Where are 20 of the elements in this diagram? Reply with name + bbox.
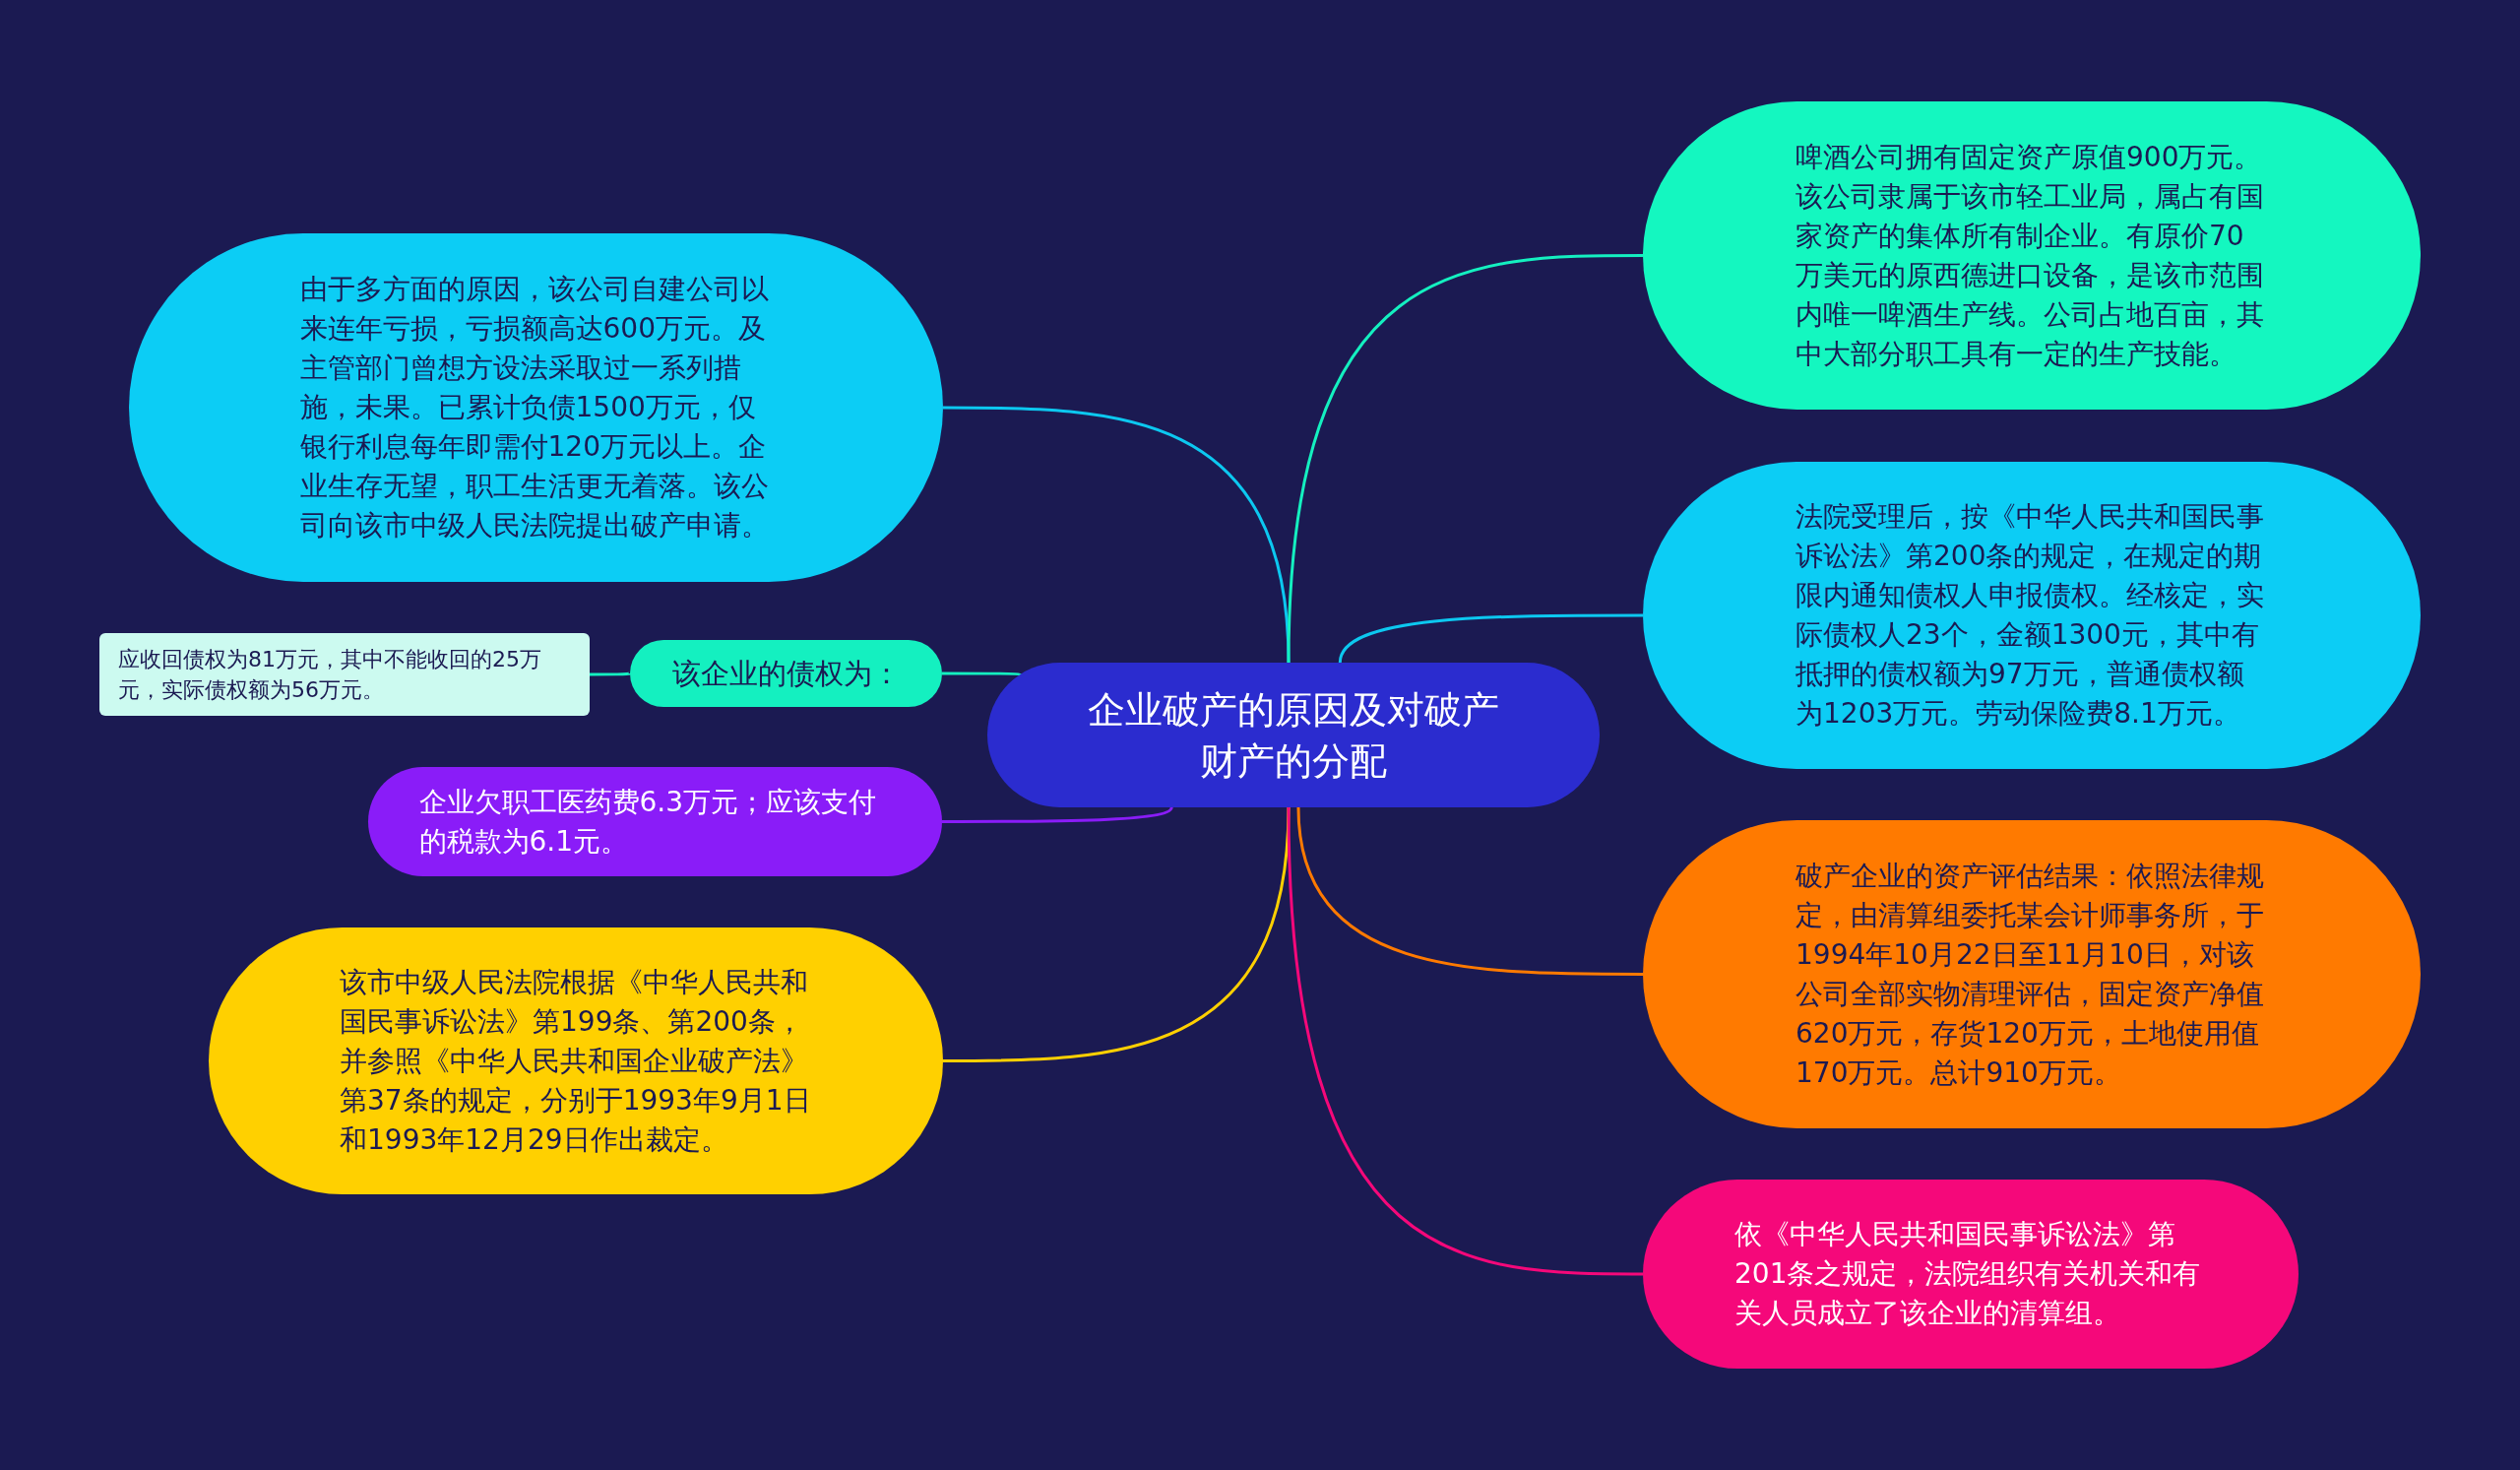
node-text: 该市中级人民法院根据《中华人民共和国民事诉讼法》第199条、第200条，并参照《中华人民共和国企业破产法》第37条的规定，分别于1993年9月1日和1993年12月29日作出裁定。 — [340, 964, 812, 1158]
node-text: 啤酒公司拥有固定资产原值900万元。该公司隶属于该市轻工业局，属占有国家资产的集体所有制企业。有原价70万美元的原西德进口设备，是该市范围内唯一啤酒生产线。公司占地百亩，其中大部分职工具有一定的生产技能。 — [1796, 139, 2265, 372]
node-text: 破产企业的资产评估结果：依照法律规定，由清算组委托某会计师事务所，于1994年10月22日至11月10日，对该公司全部实物清理评估，固定资产净值620万元，存货120万元，土地使用值170万元。总计910万元。 — [1796, 858, 2265, 1091]
node-text: 依《中华人民共和国民事诉讼法》第201条之规定，法院组织有关机关和有关人员成立了该企业的清算组。 — [1734, 1217, 2202, 1331]
connector-line — [943, 806, 1291, 1062]
connector-line — [590, 671, 631, 676]
connector-line — [942, 671, 1023, 677]
connector-line — [1338, 613, 1643, 664]
connector-line — [943, 406, 1291, 664]
connector-line — [1287, 254, 1643, 664]
node-text: 该企业的债权为： — [670, 656, 902, 692]
node-text: 法院受理后，按《中华人民共和国民事诉讼法》第200条的规定，在规定的期限内通知债权人申报债权。经核定，实际债权人23个，金额1300元，其中有抵押的债权额为97万元，普通债权额为1203万元。劳动保险费8.1万元。 — [1796, 499, 2265, 732]
node-text: 企业破产的原因及对破产财产的分配 — [1087, 686, 1500, 785]
node-text: 由于多方面的原因，该公司自建公司以来连年亏损，亏损额高达600万元。及主管部门曾想方设法采取过一系列措施，未果。已累计负债1500万元，仅银行利息每年即需付120万元以上。企业生存无望，职工生活更无着落。该公司向该市中级人民法院提出破产申请。 — [299, 272, 770, 543]
node-text: 应收回债权为81万元，其中不能收回的25万元，实际债权额为56万元。 — [118, 646, 542, 704]
connector-line — [942, 806, 1173, 823]
connector-line — [1296, 806, 1643, 976]
node-text: 企业欠职工医药费6.3万元；应该支付的税款为6.1元。 — [418, 784, 878, 860]
connector-line — [1287, 806, 1643, 1276]
subtopic-note — [99, 633, 590, 716]
